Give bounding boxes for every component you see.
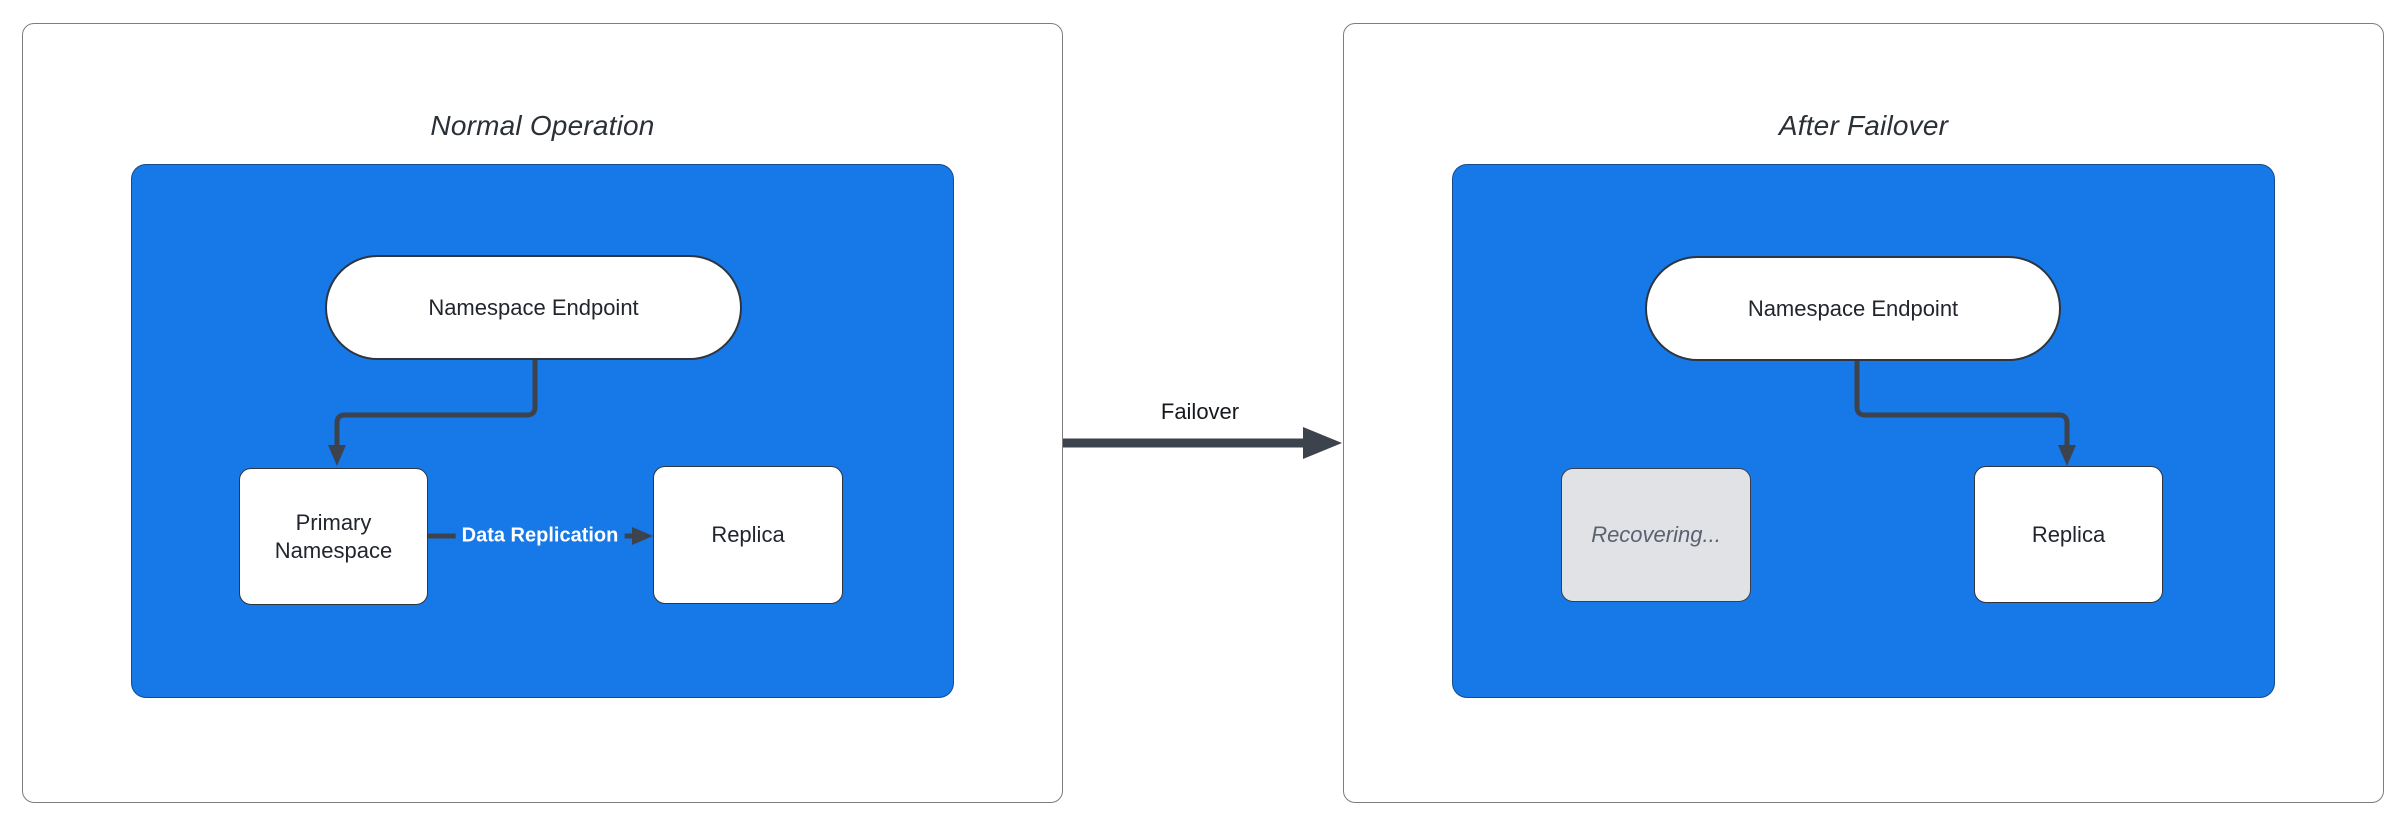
node-namespace-endpoint: Namespace Endpoint	[325, 255, 742, 360]
edge-label-data-replication: Data Replication	[455, 522, 625, 550]
node-namespace-endpoint: Namespace Endpoint	[1645, 256, 2061, 361]
panel-normal-operation: Normal Operation	[22, 23, 1063, 803]
node-replica: Replica	[1974, 466, 2163, 603]
panel-after-failover: After Failover	[1343, 23, 2384, 803]
namespace-container	[1452, 164, 2275, 698]
node-replica: Replica	[653, 466, 843, 604]
edge-failover-arrow	[1063, 427, 1342, 459]
panel-title: After Failover	[1778, 110, 1949, 141]
panel-title: Normal Operation	[430, 110, 655, 141]
node-recovering: Recovering...	[1561, 468, 1751, 602]
node-primary-namespace: Primary Namespace	[239, 468, 428, 605]
namespace-container	[131, 164, 954, 698]
edge-label-failover: Failover	[1156, 399, 1244, 425]
